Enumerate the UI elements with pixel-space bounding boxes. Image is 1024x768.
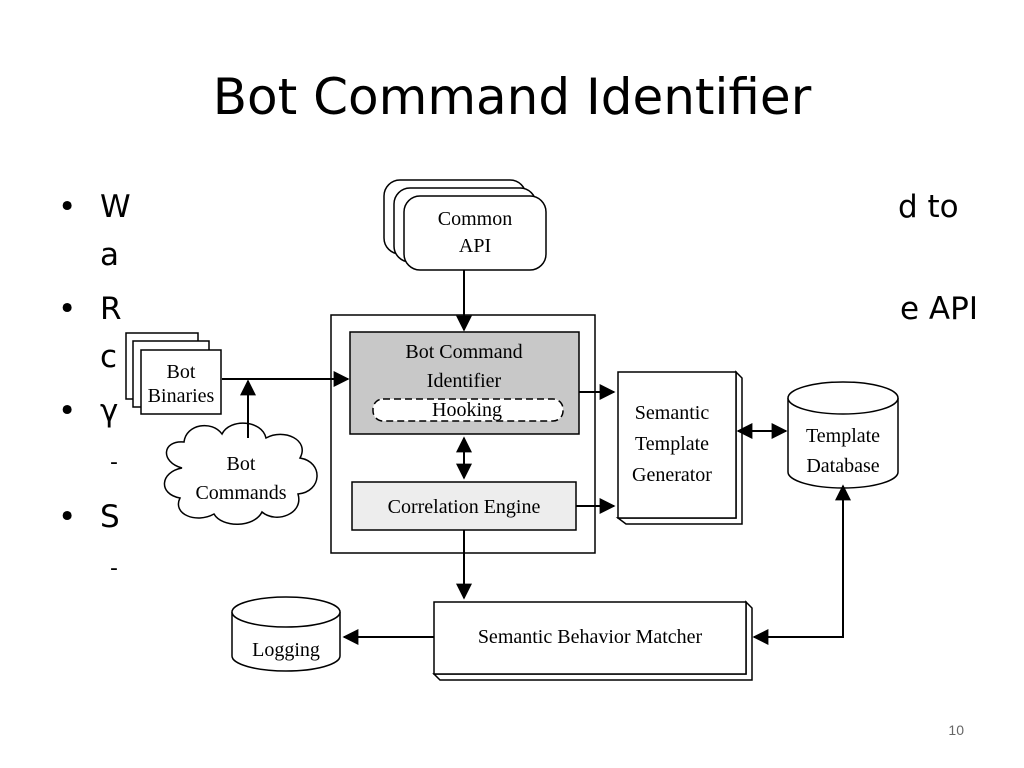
bot-command-identifier-node: Bot Command Identifier Hooking [349, 331, 580, 435]
logging-label: Logging [252, 639, 320, 661]
sub-bullet-dash: - [110, 450, 118, 475]
bullet-4-fragment-left: S [100, 499, 120, 535]
template-database-label-line1: Template [806, 425, 880, 447]
slide-title: Bot Command Identifier [212, 68, 812, 126]
semantic-template-generator-label-line1: Semantic [635, 402, 710, 424]
bot-commands-node: Bot Commands [163, 422, 318, 525]
bot-command-identifier-label-line2: Identifier [427, 370, 502, 392]
bullet-2-fragment-right: e API [900, 291, 978, 327]
semantic-behavior-matcher-node: Semantic Behavior Matcher [432, 600, 753, 681]
bullet-marker: • [58, 393, 77, 429]
correlation-engine-node: Correlation Engine [351, 481, 577, 531]
bullet-marker: • [58, 291, 77, 327]
diagram-arrows [222, 270, 851, 645]
bullet-1-fragment-right: d to [898, 189, 959, 225]
page-number: 10 [948, 722, 964, 738]
bot-binaries-label-line1: Bot [167, 361, 196, 383]
bot-binaries-node: Bot Binaries [125, 332, 222, 415]
bullet-1-fragment-left: W [100, 189, 131, 225]
bot-command-identifier-label-line1: Bot Command [405, 341, 522, 363]
template-database-label-line2: Database [806, 455, 879, 477]
bullet-1-continuation: a [100, 237, 119, 273]
bullet-marker: • [58, 189, 77, 225]
arrow-matcher-database [752, 484, 851, 645]
template-database-node: Template Database [787, 381, 899, 489]
semantic-behavior-matcher-label: Semantic Behavior Matcher [478, 626, 703, 648]
hooking-node [372, 398, 564, 422]
bot-commands-label-line2: Commands [195, 482, 286, 504]
common-api-node: Common API [383, 179, 547, 271]
logging-node: Logging [231, 596, 341, 672]
hooking-label: Hooking [432, 399, 502, 421]
bullet-2-fragment-left: R [100, 291, 122, 327]
semantic-template-generator-label-line2: Template [635, 433, 709, 455]
common-api-label-line2: API [459, 235, 491, 257]
semantic-template-generator-label-line3: Generator [632, 464, 712, 486]
common-api-label-line1: Common [438, 208, 512, 230]
bot-commands-label-line1: Bot [227, 453, 256, 475]
semantic-template-generator-node: Semantic Template Generator [615, 370, 743, 525]
bullet-3-fragment-left: γ [100, 393, 119, 429]
correlation-engine-label: Correlation Engine [388, 496, 541, 518]
bullet-marker: • [58, 499, 77, 535]
bot-binaries-label-line2: Binaries [148, 385, 215, 407]
bullet-2-continuation: c [100, 339, 118, 375]
sub-bullet-dash: - [110, 556, 118, 581]
